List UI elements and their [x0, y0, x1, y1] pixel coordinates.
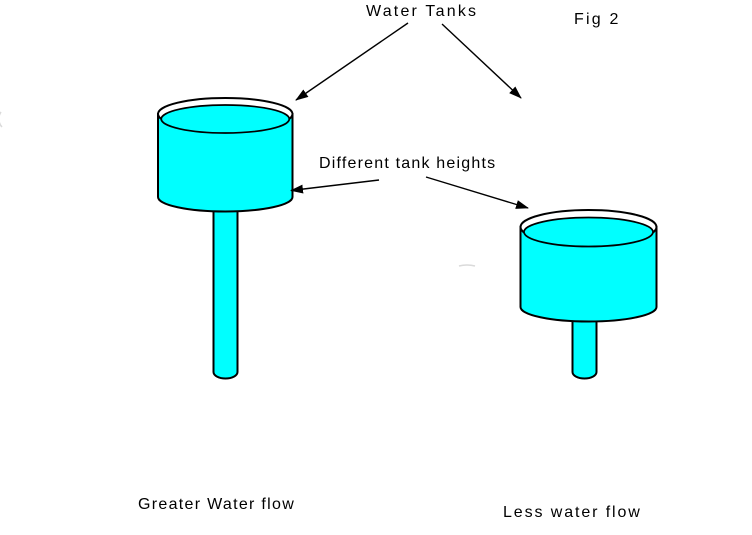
tall-tank-pipe [212, 189, 239, 380]
tall-tank-body [157, 113, 294, 213]
figure-number: Fig 2 [574, 11, 621, 28]
smudge-artifact [458, 264, 476, 267]
tall-tank [157, 97, 294, 380]
greater-flow-caption: Greater Water flow [138, 496, 296, 513]
arrow-heights-to-tall-tank [290, 179, 380, 194]
less-flow-caption: Less water flow [503, 504, 642, 521]
annotation-arrows [290, 22, 529, 209]
edge-artifact [0, 111, 3, 128]
arrow-title-to-short-tank [441, 23, 522, 99]
figure-title: Water Tanks [366, 3, 479, 20]
short-tank-water-surface [523, 216, 654, 248]
tank-heights-annotation: Different tank heights [319, 155, 497, 172]
tall-tank-water-surface [160, 104, 291, 134]
arrow-title-to-tall-tank [295, 22, 409, 101]
arrow-heights-to-short-tank [425, 176, 529, 209]
short-tank-body [519, 226, 658, 323]
short-tank [519, 209, 658, 380]
